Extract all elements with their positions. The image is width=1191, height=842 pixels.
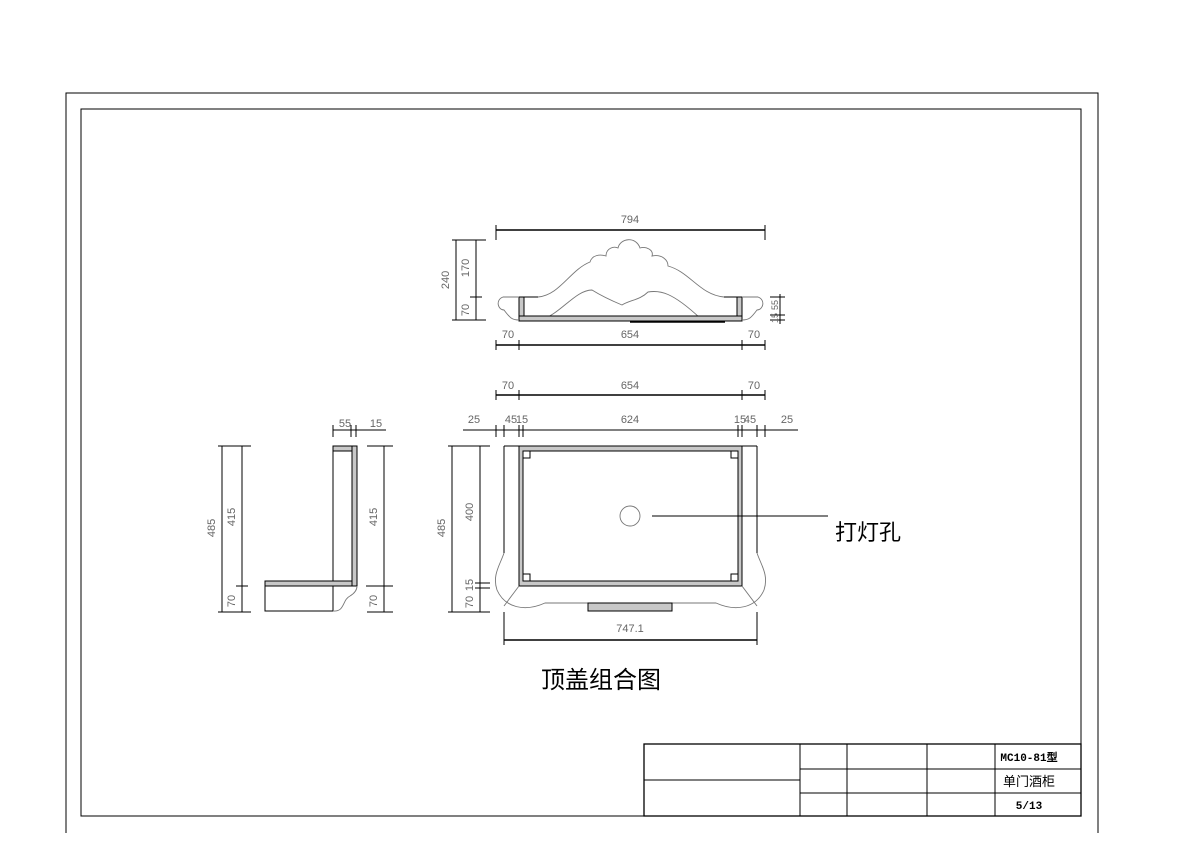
dim-plan-second-1: 45: [505, 414, 517, 426]
dim-side-right-lower: 70: [368, 595, 380, 607]
plan-view: 70 654 70 25 45 15 624 15 45 25 打灯孔: [436, 380, 901, 645]
dim-plan-front-depth: 70: [464, 596, 476, 608]
sheet-border: [65, 92, 1099, 833]
dim-side-left-overall: 485: [206, 519, 218, 537]
drawing-caption: 顶盖组合图: [541, 666, 661, 694]
dim-front-height: 240: [440, 271, 452, 289]
dim-plan-second-6: 25: [781, 414, 793, 426]
dim-plan-top-2: 70: [748, 380, 760, 392]
title-block: MC10-81型 单门酒柜 5/13: [643, 743, 1082, 817]
dim-front-left-end: 70: [502, 329, 514, 341]
dim-side-left-upper: 415: [226, 508, 238, 526]
dim-plan-top-0: 70: [502, 380, 514, 392]
dim-plan-depth: 485: [436, 519, 448, 537]
dim-front-middle: 654: [621, 329, 639, 341]
dim-side-top-right: 15: [370, 418, 382, 430]
callout-light-hole-label: 打灯孔: [835, 521, 901, 546]
front-elevation-view: 794 240 170 70 15 55 70 654 70: [440, 214, 785, 350]
dim-plan-width: 747.1: [616, 623, 644, 635]
dim-base-height: 70: [460, 304, 472, 316]
title-name: 单门酒柜: [1003, 775, 1055, 790]
title-sheet-number: 5/13: [1016, 801, 1043, 813]
dim-plan-second-5: 45: [744, 414, 756, 426]
dim-side-right-upper: 415: [368, 508, 380, 526]
dim-front-width: 794: [621, 214, 639, 226]
dim-side-top-left: 55: [339, 418, 351, 430]
light-hole: [619, 505, 641, 527]
dim-plan-second-0: 25: [468, 414, 480, 426]
title-model: MC10-81型: [1000, 750, 1057, 765]
dim-plan-second-2: 15: [516, 414, 528, 426]
dim-crest-height: 170: [460, 259, 472, 277]
dim-plan-second-4: 15: [734, 414, 746, 426]
dim-plan-inner-depth: 400: [464, 503, 476, 521]
dim-side-left-lower: 70: [226, 595, 238, 607]
dim-plan-top-1: 654: [621, 380, 639, 392]
side-section-view: 55 15 485 415 70 415 70: [206, 418, 393, 613]
dim-plan-second-3: 624: [621, 414, 639, 426]
dim-plan-front-thin: 15: [464, 579, 476, 591]
dim-right-small-1: 15: [770, 313, 780, 323]
dim-front-right-end: 70: [748, 329, 760, 341]
dim-right-small-2: 55: [770, 300, 780, 310]
